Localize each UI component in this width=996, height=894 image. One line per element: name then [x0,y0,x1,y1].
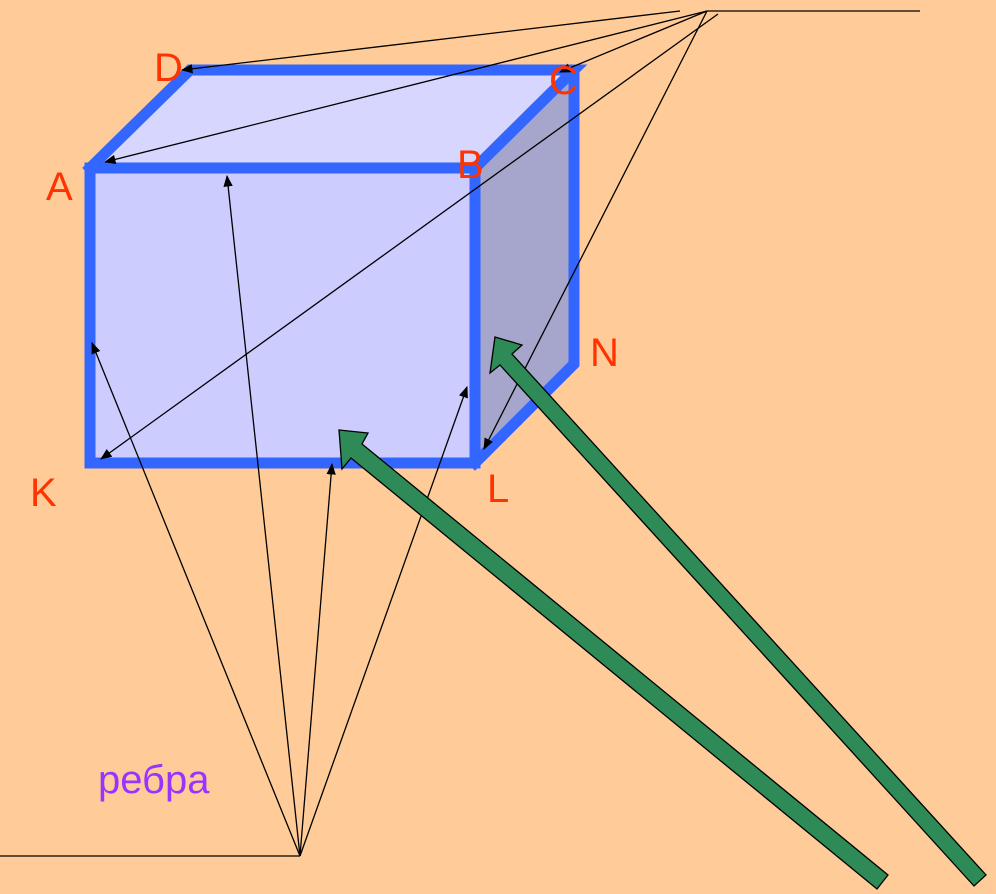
pointer-to-AB [223,174,301,857]
edges-caption: ребра [98,758,210,802]
vertex-label-L: L [487,467,509,511]
vertex-label-D: D [154,46,183,90]
vertex-label-C: C [549,59,578,103]
pointer-to-C [558,10,708,73]
big-arrow-to-side-face [489,336,987,887]
vertex-label-N: N [590,331,619,375]
pointer-to-KL [299,462,336,857]
pointer-to-A [103,10,708,164]
vertex-label-B: B [457,143,484,187]
vertex-label-K: K [30,471,57,515]
pointer-to-AK [91,341,301,857]
vertex-label-A: A [46,165,73,209]
big-arrow-to-bottom-face [338,429,889,890]
bottom-pointer-lines [91,174,468,857]
pointer-to-D [180,10,681,74]
cube-edges [82,64,588,471]
cube-front-face [90,168,475,463]
pointer-to-K [100,13,719,460]
pointer-to-BL [299,385,468,857]
cube-top-face [90,70,574,168]
